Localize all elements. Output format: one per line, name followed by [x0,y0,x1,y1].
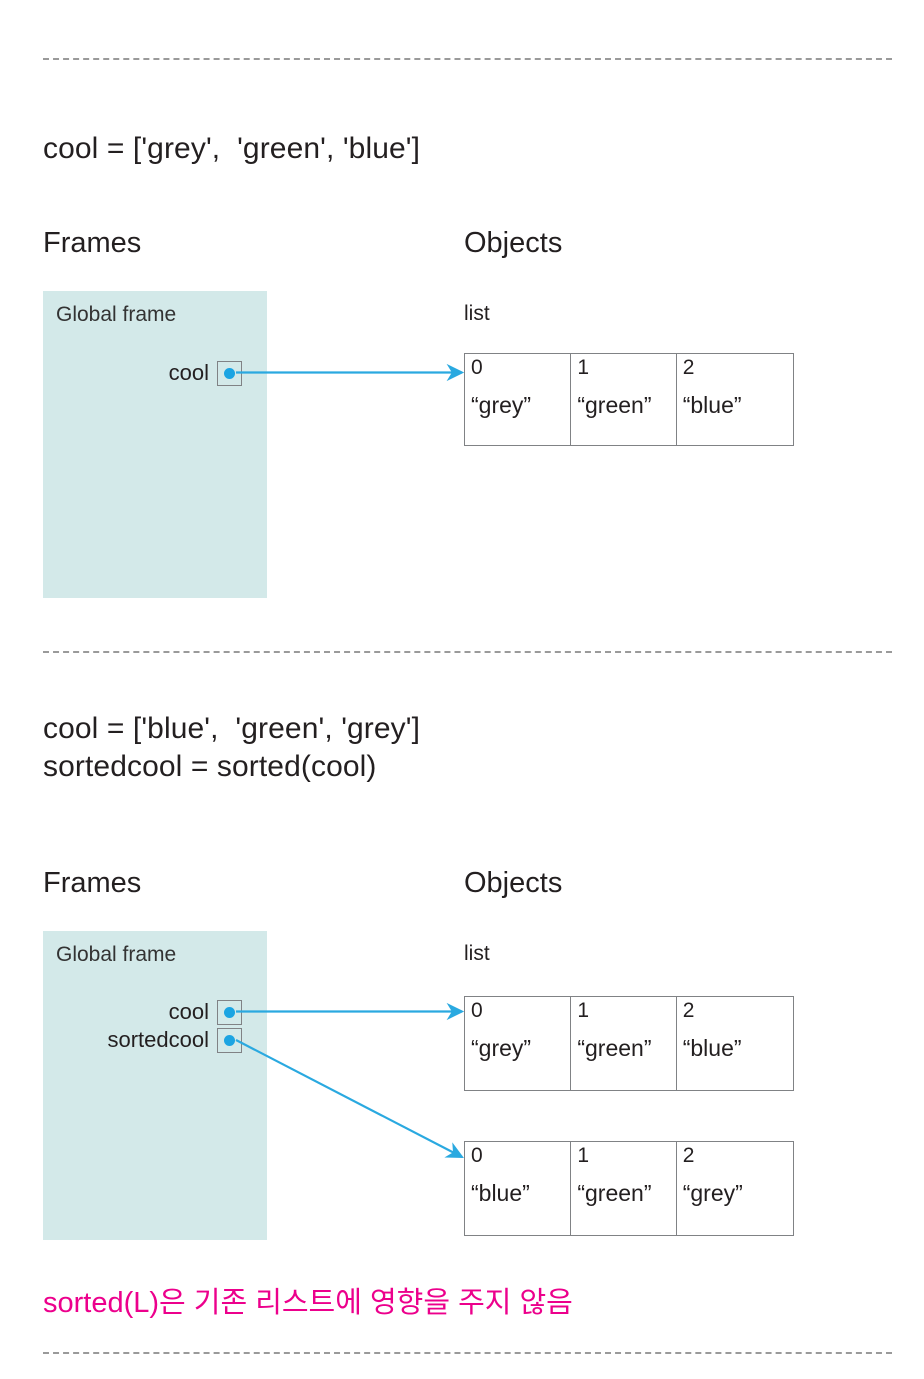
cell-index: 0 [471,1144,483,1167]
cell-value: “grey” [682,1180,743,1206]
pointer-slot-cool-2[interactable] [217,999,242,1025]
divider-middle [43,651,892,653]
blue-dot-icon [224,1006,235,1018]
cell-value: “green” [577,392,652,418]
object-type-label-2: list [464,942,490,965]
global-frame-title-1: Global frame [56,303,177,326]
cell-index: 0 [471,999,483,1022]
list-object-table-3: 0 “blue” 1 “green” 2 “grey” [464,1141,794,1236]
list-object-table-1: 0 “grey” 1 “green” 2 “blue” [464,353,794,446]
divider-bottom [43,1352,892,1354]
blue-dot-icon [224,367,235,379]
variable-label-cool-2: cool [168,999,209,1024]
cell-value: “green” [577,1180,652,1206]
variable-label-sortedcool: sortedcool [107,1027,209,1052]
cell-value: “grey” [471,1035,532,1061]
cell-value: “grey” [471,392,532,418]
list-cell: 2 “blue” [677,997,793,1090]
cell-value: “blue” [471,1180,530,1206]
cell-index: 2 [682,1144,695,1167]
code-line-1: cool = ['blue', 'green', 'grey'] [43,712,421,745]
code-line-2: sortedcool = sorted(cool) [43,750,377,783]
object-type-label-1: list [464,302,490,325]
cell-index: 2 [682,356,695,379]
list-cell: 0 “grey” [465,997,572,1090]
code-snippet-2: cool = ['blue', 'green', 'grey'] sortedc… [43,710,420,786]
cell-index: 2 [682,999,695,1022]
arrow-sortedcool-to-list [235,1039,464,1159]
global-frame-box-1: Global frame [43,291,267,598]
cell-index: 1 [577,1144,590,1167]
blue-dot-icon [224,1034,235,1046]
variable-label-cool-1: cool [168,360,209,385]
variable-row-cool-2: cool [37,999,242,1025]
list-object-table-2: 0 “grey” 1 “green” 2 “blue” [464,996,794,1091]
frames-heading-1: Frames [43,227,142,259]
cell-index: 0 [471,356,483,379]
variable-row-cool-1: cool [37,360,242,386]
cell-value: “blue” [682,1035,742,1061]
list-cell: 0 “grey” [465,354,572,445]
korean-caption: sorted(L)은 기존 리스트에 영향을 주지 않음 [43,1287,573,1319]
list-cell: 2 “grey” [677,1142,793,1235]
cell-index: 1 [577,356,590,379]
frames-heading-2: Frames [43,867,142,899]
pointer-slot-sortedcool[interactable] [217,1027,242,1053]
list-cell: 2 “blue” [677,354,793,445]
divider-top [43,58,892,60]
list-cell: 0 “blue” [465,1142,572,1235]
cell-value: “green” [577,1035,652,1061]
list-cell: 1 “green” [571,354,677,445]
objects-heading-1: Objects [464,227,563,259]
cell-value: “blue” [682,392,742,418]
code-snippet-1: cool = ['grey', 'green', 'blue'] [43,132,421,165]
list-cell: 1 “green” [571,997,677,1090]
objects-heading-2: Objects [464,867,563,899]
pointer-slot-cool-1[interactable] [217,360,242,386]
cell-index: 1 [577,999,590,1022]
global-frame-box-2: Global frame [43,931,267,1240]
global-frame-title-2: Global frame [56,943,177,966]
variable-row-sortedcool: sortedcool [37,1027,242,1053]
list-cell: 1 “green” [571,1142,677,1235]
